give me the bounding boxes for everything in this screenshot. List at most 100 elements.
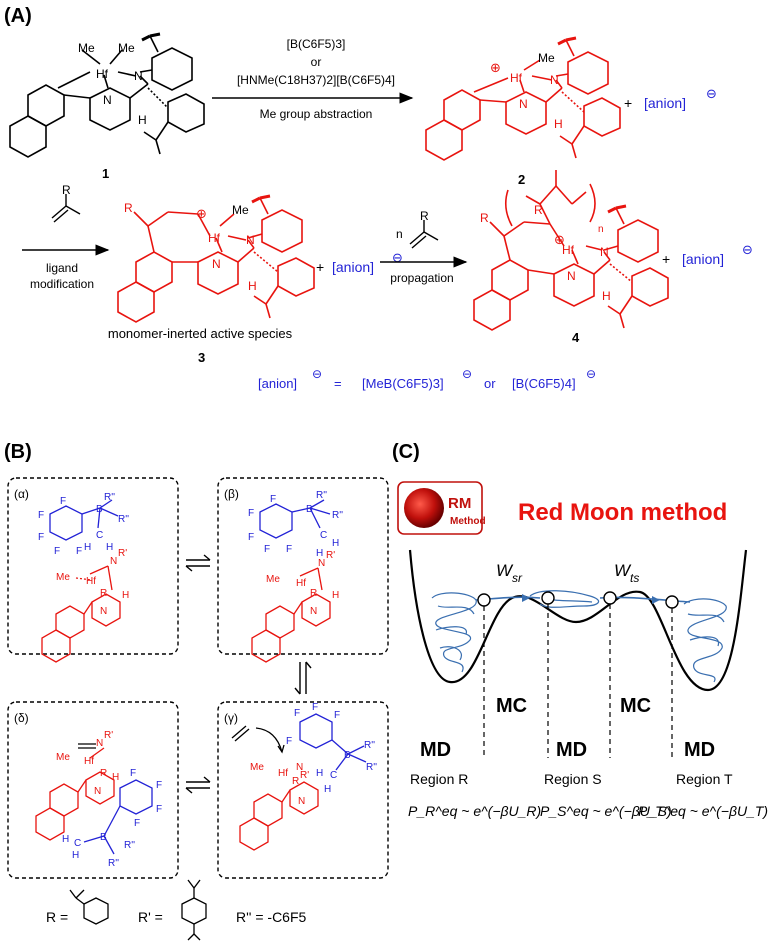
logo-top: RM	[448, 495, 471, 512]
structure-beta: F F F F F B R'' R'' C H H N R' Me Hf R H…	[248, 490, 343, 663]
atom-f: F	[248, 508, 254, 519]
atom-n: N	[310, 606, 317, 617]
atom-h: H	[602, 289, 611, 303]
reagent-line-3: [HNMe(C18H37)2][B(C6F5)4]	[237, 73, 395, 87]
path-arrow-icon	[652, 596, 660, 604]
atom-b: B	[344, 750, 351, 761]
atom-n: N	[567, 269, 576, 283]
atom-f: F	[54, 546, 60, 557]
atom-f: F	[130, 768, 136, 779]
atom-f: F	[294, 708, 300, 719]
atom-f: F	[286, 544, 292, 555]
region-r-label: Region R	[410, 771, 468, 787]
atom-hf: Hf	[86, 576, 96, 587]
red-moon-logo: RM Method	[397, 481, 486, 535]
state-box-alpha	[7, 477, 179, 655]
atom-n: N	[298, 796, 305, 807]
boundary-marker	[541, 591, 555, 605]
anion-label: [anion]	[332, 259, 374, 275]
anion-label: [anion]	[682, 251, 724, 267]
atom-h: H	[62, 834, 69, 845]
state-box-delta	[7, 701, 179, 879]
atom-h: H	[332, 590, 339, 601]
atom-n: N	[134, 69, 143, 83]
atom-rpp: R''	[118, 514, 129, 525]
atom-rp: R'	[104, 730, 113, 741]
equation-s: P_S^eq ~ e^(−βU_S)	[540, 803, 672, 819]
mc-label-2: MC	[620, 695, 651, 717]
equation-t: P_T^eq ~ e^(−βU_T)	[638, 803, 768, 819]
atom-h: H	[316, 548, 323, 559]
boundary-marker	[477, 593, 491, 607]
atom-me: Me	[78, 41, 95, 55]
compound-4	[473, 170, 669, 331]
atom-f: F	[156, 780, 162, 791]
atom-b: B	[100, 832, 107, 843]
atom-n: N	[519, 97, 528, 111]
atom-c: C	[330, 770, 337, 781]
atom-h: H	[332, 538, 339, 549]
anion-def-eq: =	[334, 376, 342, 391]
atom-f: F	[286, 736, 292, 747]
anion-def-lhs: [anion]	[258, 376, 297, 391]
atom-me: Me	[250, 762, 264, 773]
panel-a-label: (A)	[4, 5, 32, 27]
atom-h: H	[138, 113, 147, 127]
atom-f: F	[334, 710, 340, 721]
structure-alpha: F F F F F B R'' R'' C H H N R' Me Hf R H…	[38, 492, 129, 663]
cation-charge: ⊕	[490, 60, 501, 75]
box-gamma-label: (γ)	[224, 711, 238, 725]
trajectory-region-r	[431, 592, 477, 673]
region-t-label: Region T	[676, 771, 733, 787]
atom-n: N	[246, 233, 255, 247]
method-title: Red Moon method	[518, 499, 727, 526]
plus-sign: +	[662, 251, 670, 267]
atom-me: Me	[118, 41, 135, 55]
atom-b: B	[306, 504, 313, 515]
anion-def-opt1: [MeB(C6F5)3]	[362, 376, 444, 391]
structure-delta: N R' Me Hf R H N F F F F B C H H R'' R''	[35, 730, 162, 869]
atom-h: H	[106, 542, 113, 553]
panel-a: (A)	[4, 5, 753, 391]
reagent-line-1: [B(C6F5)3]	[287, 37, 346, 51]
atom-f: F	[270, 494, 276, 505]
atom-f: F	[38, 510, 44, 521]
ligand-mod-line-2: modification	[30, 277, 94, 291]
anion-definition: [anion] ⊖ = [MeB(C6F5)3] ⊖ or [B(C6F5)4]…	[258, 367, 596, 391]
atom-h: H	[72, 850, 79, 861]
atom-c: C	[96, 530, 103, 541]
compound-2-label: 2	[518, 172, 525, 187]
compound-3-atoms: R ⊕ Me Hf N N H	[124, 201, 257, 293]
atom-h: H	[112, 772, 119, 783]
atom-hf: Hf	[562, 243, 575, 257]
anion-charge: ⊖	[462, 367, 472, 381]
atom-rpp: R''	[332, 510, 343, 521]
box-alpha-label: (α)	[14, 487, 29, 501]
anion-charge: ⊖	[586, 367, 596, 381]
atom-r: R	[480, 211, 489, 225]
atom-h: H	[248, 279, 257, 293]
plus-sign: +	[316, 259, 324, 275]
cation-charge: ⊕	[196, 206, 207, 221]
box-beta-label: (β)	[224, 487, 239, 501]
atom-rp: R'	[118, 548, 127, 559]
trajectory-region-s	[529, 590, 600, 608]
compound-1	[9, 32, 205, 158]
atom-r: R	[420, 209, 429, 223]
atom-c: C	[320, 530, 327, 541]
atom-h: H	[316, 768, 323, 779]
n-label: n	[598, 224, 604, 235]
atom-f: F	[76, 546, 82, 557]
equilibrium-arrow-alpha-beta	[185, 554, 211, 572]
state-box-beta	[217, 477, 389, 655]
atom-hf: Hf	[296, 578, 306, 589]
atom-f: F	[156, 804, 162, 815]
atom-r: R	[124, 201, 133, 215]
atom-me: Me	[538, 51, 555, 65]
compound-3	[117, 194, 315, 323]
atom-r: R	[292, 776, 299, 787]
legend-r: R =	[46, 909, 68, 925]
atom-f: F	[264, 544, 270, 555]
atom-n: N	[550, 73, 559, 87]
atom-me: Me	[56, 572, 70, 583]
